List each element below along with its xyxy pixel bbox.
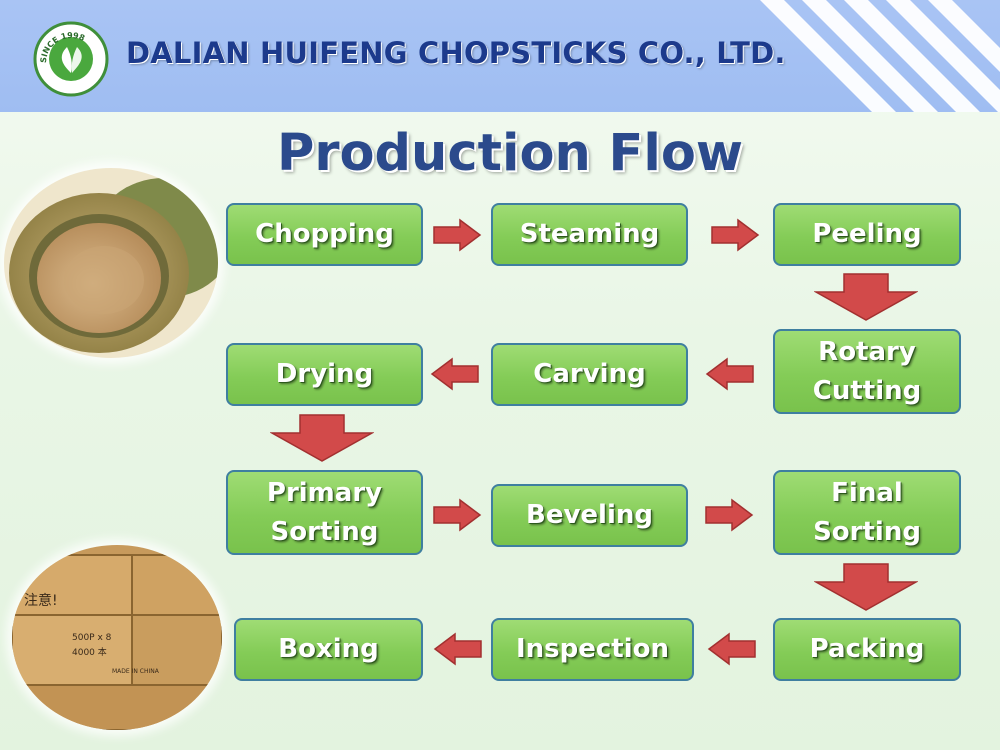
arrow-down-icon [814,563,918,611]
box-label-origin: MADE IN CHINA [112,668,160,675]
step-beveling: Beveling [491,484,688,547]
step-drying: Drying [226,343,423,406]
arrow-right-icon [711,218,760,252]
header-banner: SINCE 1998 DALIAN HUIFENG CHOPSTICKS CO.… [0,0,1000,112]
company-logo: SINCE 1998 [33,21,109,97]
arrow-right-icon [433,218,482,252]
box-label-pieces: 4000 本 [72,646,107,658]
company-name: DALIAN HUIFENG CHOPSTICKS CO., LTD. [126,36,786,70]
box-label-count: 500P x 8 [72,633,112,643]
decorative-stripes [760,0,1000,112]
boxes-photo: 注意! 500P x 8 4000 本 MADE IN CHINA [12,545,222,730]
arrow-left-icon [430,357,479,391]
step-carving: Carving [491,343,688,406]
arrow-right-icon [433,498,482,532]
arrow-left-icon [433,632,482,666]
arrow-right-icon [705,498,754,532]
step-boxing: Boxing [234,618,423,681]
arrow-down-icon [270,414,374,462]
arrow-down-icon [814,273,918,321]
box-label-warning: 注意! [24,592,58,609]
step-chopping: Chopping [226,203,423,266]
step-rotary-cutting: Rotary Cutting [773,329,961,414]
step-peeling: Peeling [773,203,961,266]
arrow-left-icon [705,357,754,391]
step-final-sorting: Final Sorting [773,470,961,555]
page-title: Production Flow [276,124,744,183]
step-packing: Packing [773,618,961,681]
step-steaming: Steaming [491,203,688,266]
bamboo-photo [4,168,218,358]
step-primary-sorting: Primary Sorting [226,470,423,555]
step-inspection: Inspection [491,618,694,681]
arrow-left-icon [707,632,756,666]
